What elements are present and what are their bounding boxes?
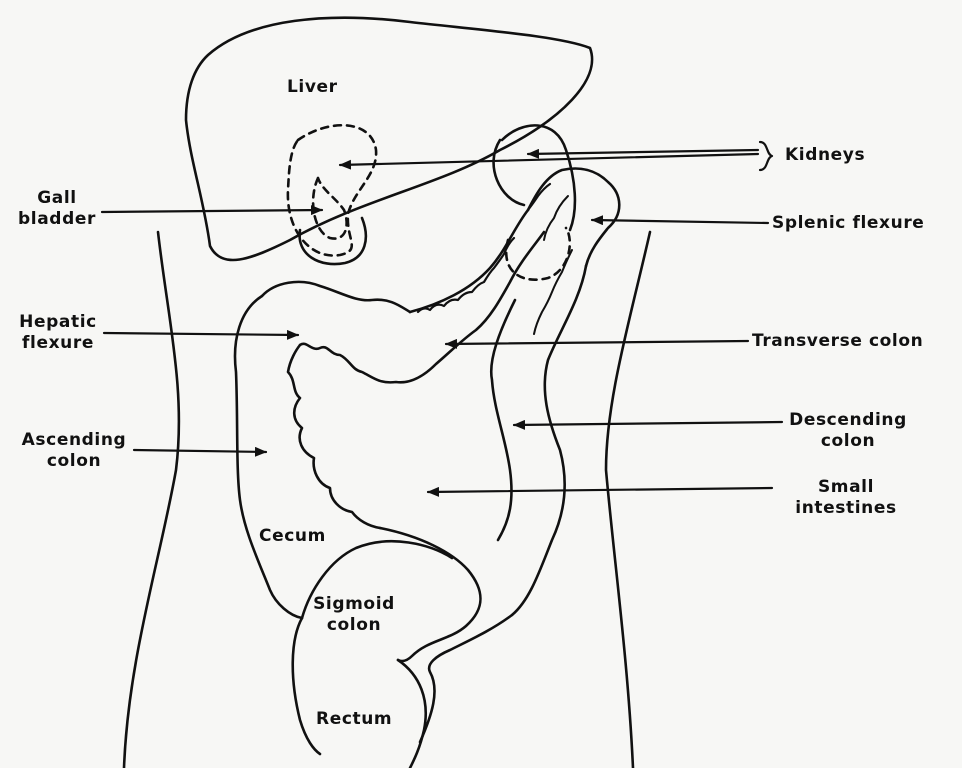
label-descending-colon-line1: Descending <box>782 410 914 431</box>
label-gall-bladder-line1: Gall <box>12 188 102 209</box>
ascending-colon-arrow <box>134 450 266 452</box>
kidney-arrow-right <box>340 154 758 165</box>
label-sigmoid-colon: Sigmoid colon <box>310 594 398 636</box>
label-hepatic-flexure-line1: Hepatic <box>12 312 104 333</box>
label-small-intestines-line2: intestines <box>776 498 916 519</box>
splenic-flexure-arrow <box>592 220 768 223</box>
transverse-colon-arrow <box>446 341 748 344</box>
rectum-outline <box>398 660 426 768</box>
small-intestines-arrow <box>428 488 772 492</box>
label-transverse-colon: Transverse colon <box>752 331 923 352</box>
descending-haustra <box>534 196 572 334</box>
label-arrows <box>102 142 782 492</box>
label-ascending-colon-line1: Ascending <box>14 430 134 451</box>
label-rectum: Rectum <box>316 709 392 730</box>
colon-outline <box>235 169 619 619</box>
gall-bladder-hidden <box>313 178 347 239</box>
sigmoid-lower <box>420 615 512 742</box>
label-gall-bladder-line2: bladder <box>12 209 102 230</box>
label-ascending-colon: Ascending colon <box>14 430 134 472</box>
label-hepatic-flexure: Hepatic flexure <box>12 312 104 354</box>
descending-colon-arrow <box>514 422 782 425</box>
sigmoid-colon-outline <box>293 618 320 754</box>
label-ascending-colon-line2: colon <box>14 451 134 472</box>
label-kidneys: Kidneys <box>785 145 865 166</box>
label-hepatic-flexure-line2: flexure <box>12 333 104 354</box>
label-small-intestines-line1: Small <box>776 477 916 498</box>
label-sigmoid-colon-line1: Sigmoid <box>310 594 398 615</box>
label-descending-colon-line2: colon <box>782 431 914 452</box>
gall-bladder-outline <box>300 218 366 264</box>
liver-outline <box>186 18 592 260</box>
label-sigmoid-colon-line2: colon <box>310 615 398 636</box>
left-kidney-outline <box>502 125 575 230</box>
label-cecum: Cecum <box>259 526 326 547</box>
label-small-intestines: Small intestines <box>776 477 916 519</box>
label-liver: Liver <box>287 77 338 98</box>
hepatic-flexure-arrow <box>104 333 298 335</box>
label-descending-colon: Descending colon <box>782 410 914 452</box>
kidney-arrow-left <box>528 150 758 154</box>
kidneys-brace <box>760 142 772 170</box>
label-splenic-flexure: Splenic flexure <box>772 213 924 234</box>
label-gall-bladder: Gall bladder <box>12 188 102 230</box>
right-kidney-outline <box>288 125 376 255</box>
